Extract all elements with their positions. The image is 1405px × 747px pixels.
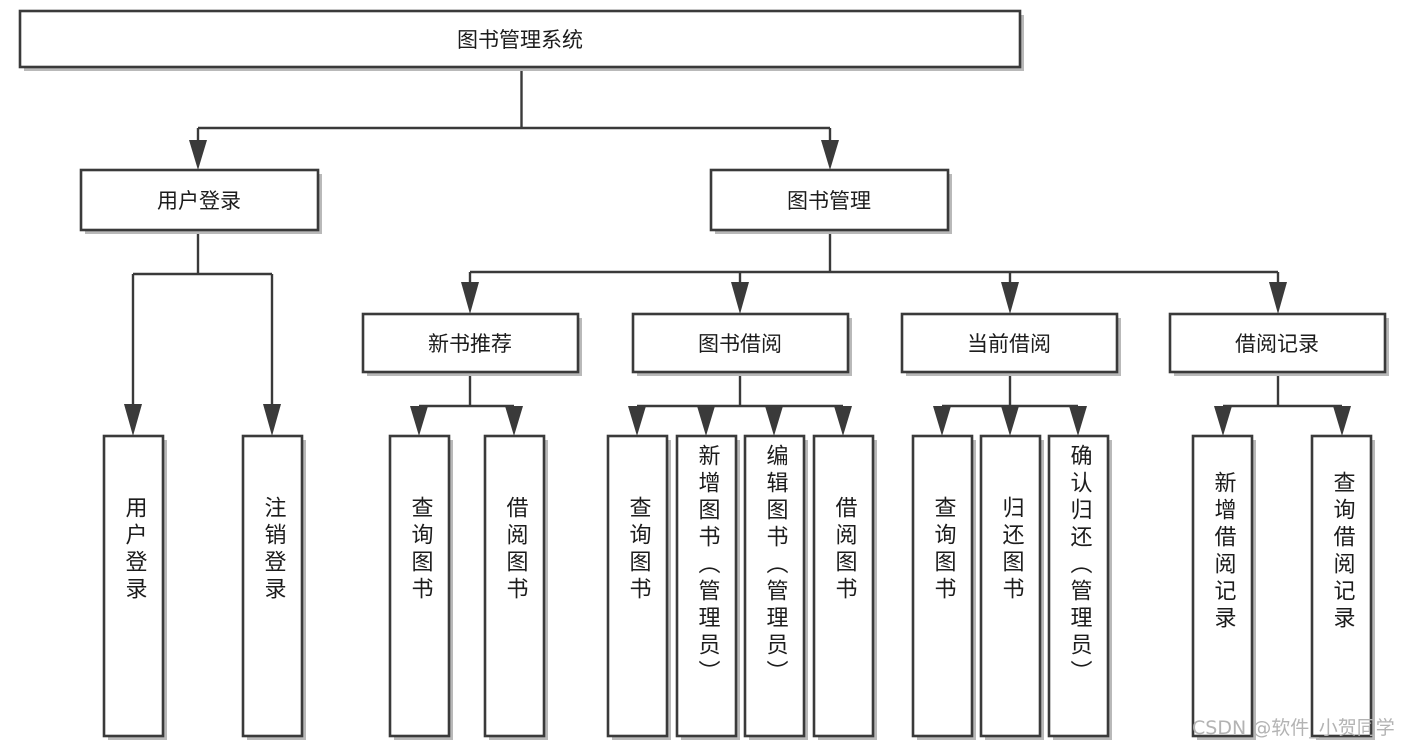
node-rect[interactable] [1168, 312, 1387, 374]
node-rect[interactable] [1310, 434, 1373, 738]
node-label: 图书管理 [787, 189, 871, 213]
node-label: 当前借阅 [967, 332, 1051, 356]
arrow-head-icon [834, 406, 852, 436]
node-rect[interactable] [606, 434, 669, 738]
arrow-head-icon [410, 406, 428, 436]
arrow-head-icon [1333, 406, 1351, 436]
node-rect[interactable] [979, 434, 1042, 738]
node-root[interactable]: 图书管理系统 [18, 9, 1024, 71]
arrow-head-icon [731, 282, 749, 314]
node-rect[interactable] [911, 434, 974, 738]
node-rect[interactable] [241, 434, 304, 738]
arrow-head-icon [765, 406, 783, 436]
node-rect[interactable] [631, 312, 850, 374]
connector-group-borrow-record [1214, 376, 1351, 436]
leaf-node-query-book-cb[interactable] [911, 434, 976, 740]
node-label: 借阅记录 [1235, 332, 1319, 356]
arrow-head-icon [1001, 406, 1019, 436]
leaf-node-confirm-return[interactable] [1047, 434, 1112, 740]
arrow-head-icon [821, 140, 839, 170]
arrow-head-icon [263, 404, 281, 436]
node-label: 图书借阅 [698, 332, 782, 356]
node-user-login[interactable]: 用户登录 [79, 168, 322, 234]
leaf-node-user-login[interactable] [102, 434, 167, 740]
node-new-book-recommend[interactable]: 新书推荐 [361, 312, 582, 376]
node-rect[interactable] [743, 434, 806, 738]
leaf-node-logout[interactable] [241, 434, 306, 740]
node-rect[interactable] [361, 312, 580, 374]
arrow-head-icon [1269, 282, 1287, 314]
arrow-head-icon [933, 406, 951, 436]
connector-group-new-book [410, 376, 523, 436]
node-label: 用户登录 [157, 189, 241, 213]
leaf-node-add-borrow-record[interactable] [1191, 434, 1256, 740]
leaf-node-borrow-book-nb[interactable] [483, 434, 548, 740]
node-label: 图书管理系统 [457, 28, 583, 52]
arrow-head-icon [1069, 406, 1087, 436]
connector-group-book-mgmt [461, 233, 1287, 314]
node-rect[interactable] [1191, 434, 1254, 738]
node-rect[interactable] [812, 434, 875, 738]
arrow-head-icon [1001, 282, 1019, 314]
arrow-head-icon [628, 406, 646, 436]
leaf-node-query-book-bb[interactable] [606, 434, 671, 740]
arrow-head-icon [189, 140, 207, 170]
node-borrow-record[interactable]: 借阅记录 [1168, 312, 1389, 376]
node-rect[interactable] [18, 9, 1022, 69]
connector-group-current-borrow [933, 376, 1087, 436]
leaf-node-query-borrow-record[interactable] [1310, 434, 1375, 740]
connector-group-book-borrow [628, 376, 852, 436]
arrow-head-icon [697, 406, 715, 436]
leaf-node-return-book[interactable] [979, 434, 1044, 740]
arrow-head-icon [461, 282, 479, 314]
connector-group-user-login [124, 233, 281, 436]
node-rect[interactable] [675, 434, 738, 738]
node-rect[interactable] [1047, 434, 1110, 738]
arrow-head-icon [505, 406, 523, 436]
connector-group-root [189, 69, 839, 170]
arrow-head-icon [124, 404, 142, 436]
node-book-management[interactable]: 图书管理 [709, 168, 952, 234]
leaf-node-add-book[interactable] [675, 434, 740, 740]
node-rect[interactable] [900, 312, 1119, 374]
leaf-node-edit-book[interactable] [743, 434, 808, 740]
node-rect[interactable] [483, 434, 546, 738]
node-rect[interactable] [102, 434, 165, 738]
node-rect[interactable] [709, 168, 950, 232]
leaf-node-query-book-nb[interactable] [388, 434, 453, 740]
node-current-borrow[interactable]: 当前借阅 [900, 312, 1121, 376]
arrow-head-icon [1214, 406, 1232, 436]
node-label: 新书推荐 [428, 332, 512, 356]
node-book-borrow[interactable]: 图书借阅 [631, 312, 852, 376]
leaf-node-borrow-book-bb[interactable] [812, 434, 877, 740]
node-rect[interactable] [388, 434, 451, 738]
node-rect[interactable] [79, 168, 320, 232]
